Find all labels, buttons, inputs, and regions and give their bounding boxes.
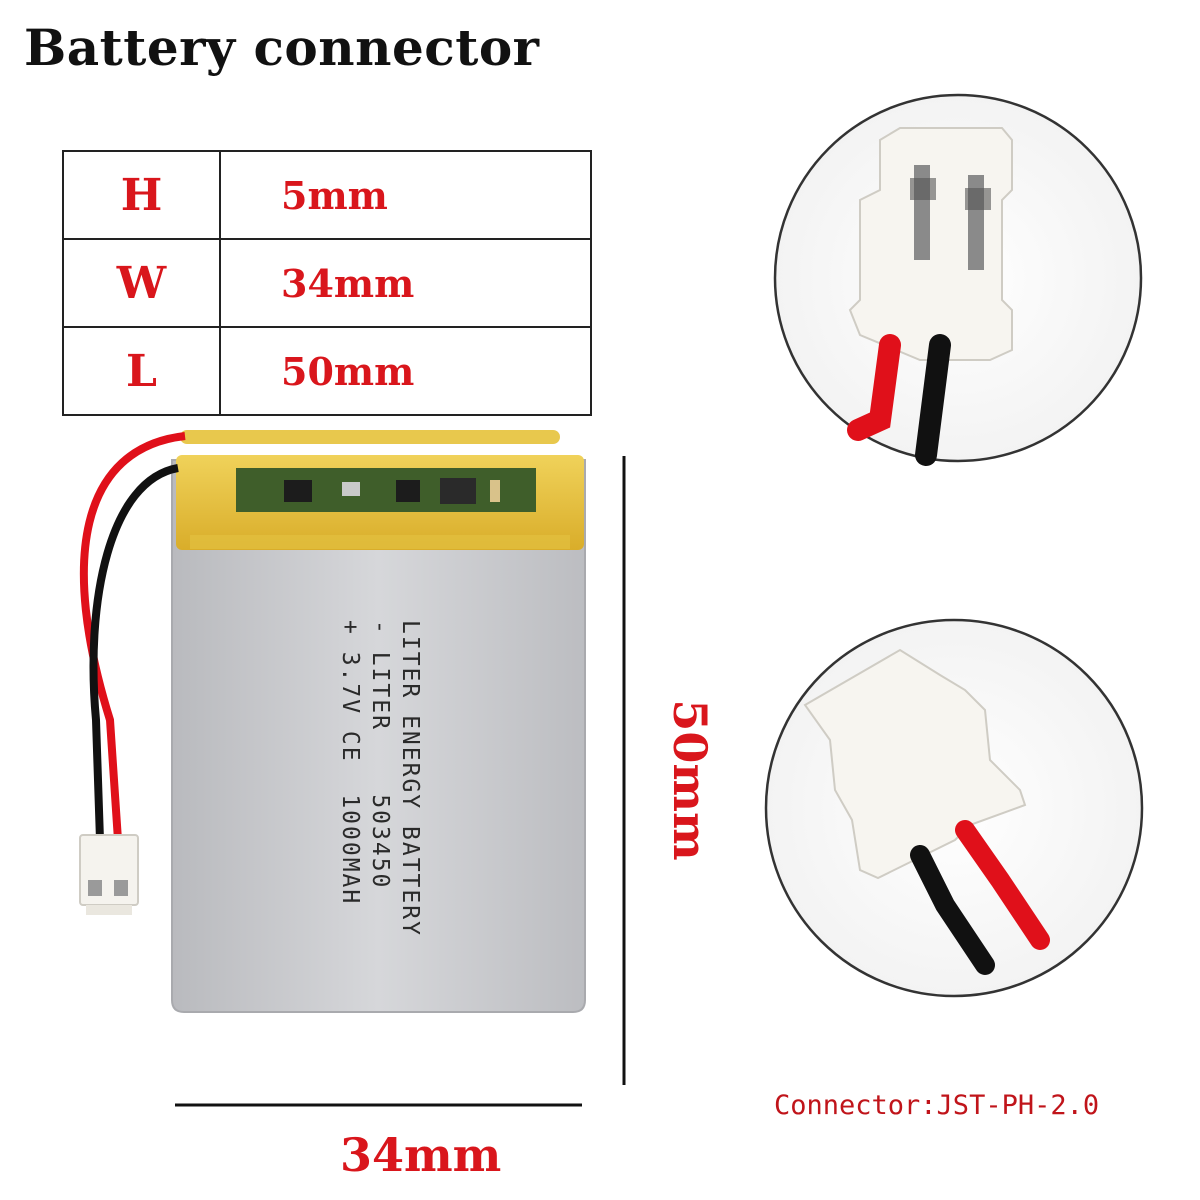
red-wire [79, 432, 186, 841]
table-row: W 34mm [62, 238, 592, 328]
dimension-value: 5mm [219, 150, 592, 240]
dimension-value: 34mm [219, 238, 592, 328]
table-row: H 5mm [62, 150, 592, 240]
connector-closeup-side-image [764, 618, 1144, 998]
width-label: 34mm [340, 1128, 502, 1182]
black-wire [89, 464, 179, 841]
connector-closeup-top-image [773, 93, 1143, 466]
dimension-key: H [62, 150, 221, 240]
dimension-value: 50mm [219, 326, 592, 416]
battery-print-line: LITER ENERGY BATTERY [397, 620, 423, 937]
battery-label-print: LITER ENERGY BATTERY- LITER 503450+ 3.7V… [335, 620, 425, 937]
connector-type-label: Connector:JST-PH-2.0 [774, 1090, 1100, 1121]
battery-print-line: - LITER 503450 [367, 620, 393, 890]
page-title: Battery connector [24, 18, 540, 77]
jst-connector-small [79, 834, 139, 915]
dimension-key: W [62, 238, 221, 328]
table-row: L 50mm [62, 326, 592, 416]
battery-cell-image [171, 430, 586, 1013]
dimensions-table: H 5mm W 34mm L 50mm [62, 150, 592, 416]
height-label: 50mm [663, 699, 717, 861]
battery-print-line: + 3.7V CE 1000MAH [337, 620, 363, 906]
dimension-key: L [62, 326, 221, 416]
